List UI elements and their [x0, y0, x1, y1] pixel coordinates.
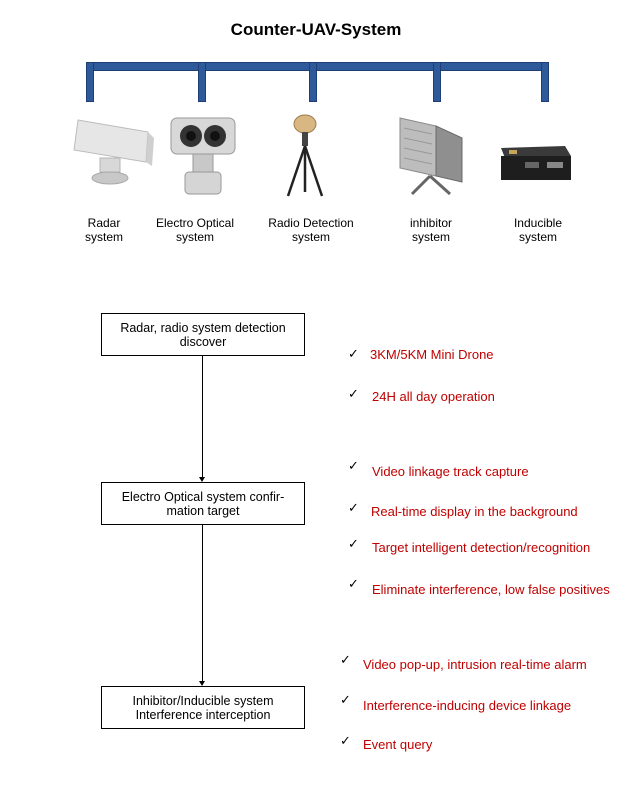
- device-icon: [501, 146, 571, 180]
- diagram-title: Counter-UAV-System: [230, 20, 402, 39]
- flow-connector-1: [202, 356, 203, 477]
- check-icon: ✓: [348, 536, 359, 551]
- check-icon: ✓: [340, 652, 351, 667]
- flow-connector-2: [202, 525, 203, 681]
- system-label-line: Radar: [87, 216, 121, 230]
- arrow-down-icon: [199, 681, 205, 686]
- flow-box-line: discover: [179, 334, 227, 349]
- flow-box-detection: Radar, radio system detection discover: [101, 313, 305, 356]
- check-icon: ✓: [348, 346, 359, 361]
- feature-item: Eliminate interference, low false positi…: [372, 582, 610, 597]
- flow-box-confirmation: Electro Optical system confir- mation ta…: [101, 482, 305, 525]
- system-label-radar: Radar system: [49, 216, 159, 244]
- check-icon: ✓: [348, 386, 359, 401]
- check-icon: ✓: [348, 576, 359, 591]
- camera-icon: [170, 117, 236, 195]
- system-label-inducible: Inducible system: [483, 216, 593, 244]
- system-label-line: Radio Detection: [268, 216, 354, 230]
- system-label-electro-optical: Electro Optical system: [140, 216, 250, 244]
- arrow-down-icon: [199, 477, 205, 482]
- system-bus-bar: [86, 62, 548, 71]
- flow-box-line: Electro Optical system confir-: [121, 489, 285, 504]
- system-label-line: system: [518, 230, 557, 244]
- system-label-line: system: [411, 230, 450, 244]
- feature-item: Interference-inducing device linkage: [363, 698, 572, 713]
- feature-item: Target intelligent detection/recognition: [372, 540, 591, 555]
- flow-box-line: Radar, radio system detection: [120, 320, 286, 335]
- system-label-line: system: [175, 230, 214, 244]
- bus-drop-3: [309, 62, 317, 102]
- system-label-line: inhibitor: [409, 216, 453, 230]
- bus-drop-2: [198, 62, 206, 102]
- bus-drop-5: [541, 62, 549, 102]
- system-label-line: Inducible: [513, 216, 563, 230]
- system-label-line: Electro Optical: [155, 216, 235, 230]
- antenna-icon: [286, 114, 324, 197]
- check-icon: ✓: [340, 692, 351, 707]
- bus-drop-1: [86, 62, 94, 102]
- flow-box-line: Interference interception: [135, 707, 271, 722]
- system-label-line: system: [84, 230, 123, 244]
- flow-box-line: mation target: [166, 503, 240, 518]
- feature-item: Event query: [363, 737, 433, 752]
- radar-icon: [73, 119, 154, 185]
- flow-box-interception: Inhibitor/Inducible system Interference …: [101, 686, 305, 729]
- check-icon: ✓: [348, 500, 359, 515]
- feature-item: Real-time display in the background: [371, 504, 578, 519]
- feature-item: 3KM/5KM Mini Drone: [370, 347, 494, 362]
- system-label-inhibitor: inhibitor system: [376, 216, 486, 244]
- feature-item: 24H all day operation: [372, 389, 495, 404]
- jammer-icon: [399, 117, 463, 196]
- flow-box-line: Inhibitor/Inducible system: [132, 693, 274, 708]
- feature-item: Video pop-up, intrusion real-time alarm: [363, 657, 587, 672]
- system-label-radio-detection: Radio Detection system: [256, 216, 366, 244]
- feature-item: Video linkage track capture: [372, 464, 529, 479]
- bus-drop-4: [433, 62, 441, 102]
- system-label-line: system: [291, 230, 330, 244]
- check-icon: ✓: [348, 458, 359, 473]
- check-icon: ✓: [340, 733, 351, 748]
